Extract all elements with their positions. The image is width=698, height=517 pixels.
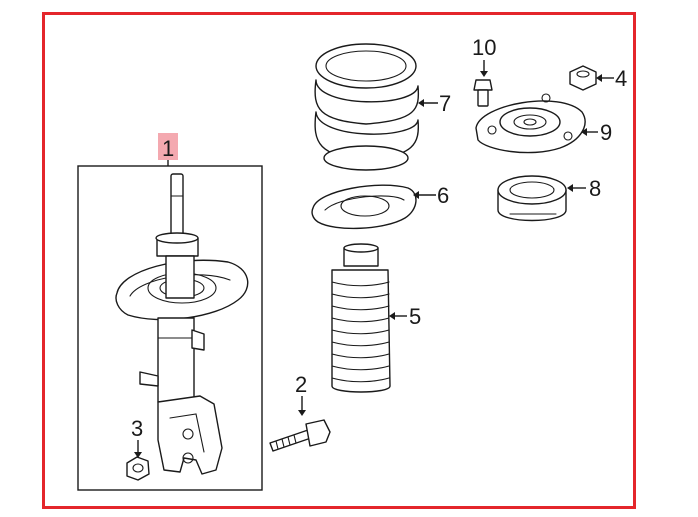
callout-1: 1 — [162, 136, 174, 161]
callout-9: 9 — [600, 120, 612, 145]
callout-1-highlight — [158, 133, 178, 160]
callout-2: 2 — [295, 372, 307, 397]
bolt-10[interactable] — [473, 60, 493, 107]
callout-10: 10 — [472, 35, 496, 60]
bearing[interactable] — [497, 175, 586, 222]
nut-4[interactable] — [569, 65, 614, 91]
callout-5: 5 — [409, 304, 421, 329]
strut-assembly-box — [77, 165, 263, 491]
callout-7: 7 — [439, 91, 451, 116]
bolt-2[interactable] — [269, 396, 331, 452]
dust-boot[interactable] — [331, 243, 407, 393]
strut-mount[interactable] — [475, 93, 598, 154]
diagram-frame — [42, 12, 636, 509]
callout-4: 4 — [615, 66, 627, 91]
spring-insulator[interactable] — [311, 184, 436, 230]
callout-6: 6 — [437, 183, 449, 208]
strut-assembly[interactable] — [77, 133, 263, 491]
nut-3[interactable] — [126, 456, 150, 481]
callout-3: 3 — [131, 416, 143, 441]
coil-spring[interactable] — [314, 43, 438, 171]
callout-8: 8 — [589, 176, 601, 201]
